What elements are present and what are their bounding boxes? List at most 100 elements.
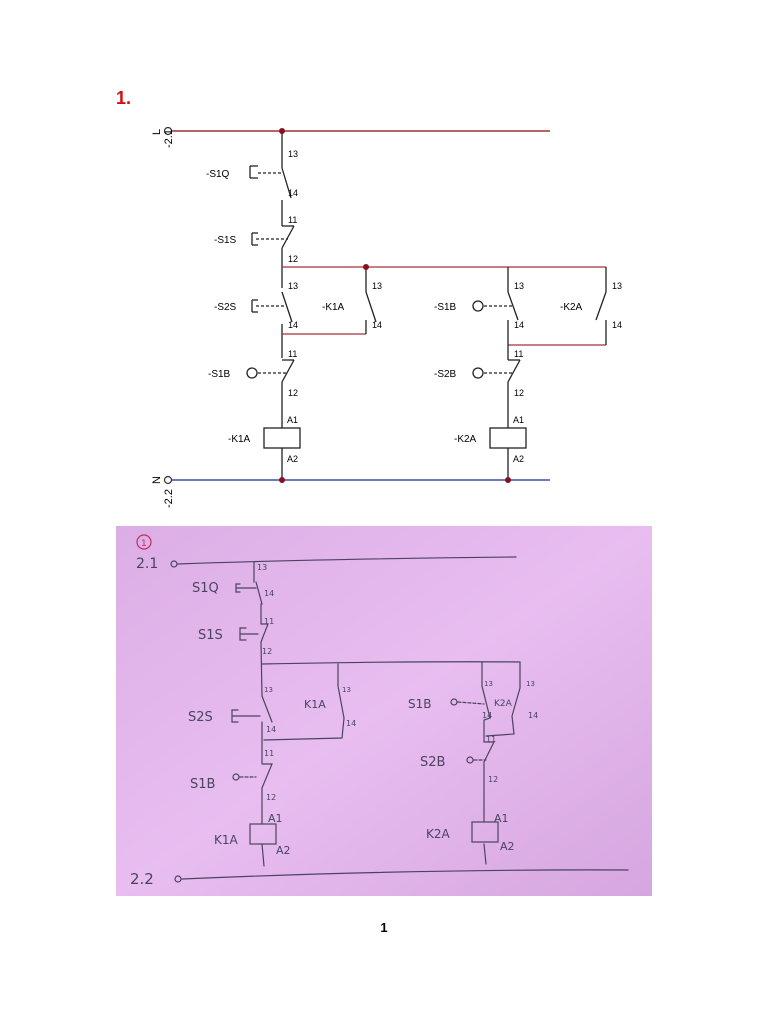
s1s-contact xyxy=(251,225,295,249)
s1q-t13: 13 xyxy=(288,149,298,159)
s1b-right-t14: 14 xyxy=(514,320,524,330)
sketch-k1a-label: K1A xyxy=(304,698,326,711)
sketch-term: A1 xyxy=(494,812,509,825)
s2s-label: -S2S xyxy=(214,302,237,313)
k1a-a2: A2 xyxy=(287,454,298,464)
s1b-left-t12: 12 xyxy=(288,388,298,398)
sketch-s1s-operator xyxy=(239,627,259,641)
sketch-term: A2 xyxy=(500,840,515,853)
sketch-term: 11 xyxy=(486,735,496,744)
rail-top-terminal: L xyxy=(151,129,163,135)
sketch-rail-bottom-label: 2.2 xyxy=(130,870,154,888)
sketch-term: A1 xyxy=(268,812,283,825)
rail-bottom-terminal: N xyxy=(151,476,163,484)
s1b-right-label: -S1B xyxy=(434,302,457,313)
k2a-contact-label: -K2A xyxy=(560,302,583,313)
sketch-s1b-left-label: S1B xyxy=(190,777,215,792)
s2b-label: -S2B xyxy=(434,369,457,380)
sketch-k2a-coil-label: K2A xyxy=(426,827,451,841)
sketch-term: 11 xyxy=(264,617,274,626)
k1a-hold-contact xyxy=(365,267,377,334)
k1a-a1: A1 xyxy=(287,415,298,425)
sketch-left-branch xyxy=(253,561,273,867)
sketch-term: 12 xyxy=(488,775,498,784)
k1a-t13: 13 xyxy=(372,281,382,291)
sketch-term: 14 xyxy=(264,589,274,598)
s1b-right-t13: 13 xyxy=(514,281,524,291)
k2a-t13: 13 xyxy=(612,281,622,291)
k1a-coil xyxy=(263,427,301,449)
sketch-top-rail xyxy=(177,556,517,565)
sketch-k2a-branch xyxy=(485,661,521,737)
s1b-left-label: -S1B xyxy=(208,369,231,380)
sketch-s2s-operator xyxy=(231,709,261,723)
k2a-a1: A1 xyxy=(513,415,524,425)
sketch-s1s-label: S1S xyxy=(198,628,223,643)
sketch-bus-wire xyxy=(261,661,521,665)
junction-dot xyxy=(279,477,285,483)
s1s-label: -S1S xyxy=(214,235,237,246)
section-number: 1. xyxy=(116,88,132,108)
sketch-term: 14 xyxy=(482,711,492,720)
sketch-k2a-label: K2A xyxy=(494,699,513,709)
sketch-term: A2 xyxy=(276,844,291,857)
sketch-s1q-operator xyxy=(235,583,257,593)
s2s-t13: 13 xyxy=(288,281,298,291)
sketch-s1b-right-label: S1B xyxy=(408,697,431,711)
s2b-contact xyxy=(472,359,521,383)
neutral-terminal xyxy=(163,475,173,485)
sketch-term: 11 xyxy=(264,749,274,758)
sketch-top-terminal xyxy=(170,560,178,568)
sketch-rail-top-label: 2.1 xyxy=(136,556,158,572)
sketch-term: 12 xyxy=(262,647,272,656)
sketch-term: 13 xyxy=(264,686,273,694)
sketch-term: 12 xyxy=(266,793,276,802)
sketch-s2s-label: S2S xyxy=(188,710,213,725)
sketch-s2b-label: S2B xyxy=(420,755,445,770)
k1a-t14: 14 xyxy=(372,320,382,330)
s1s-t12: 12 xyxy=(288,254,298,264)
page-number: 1 xyxy=(380,920,388,935)
sketch-term: 13 xyxy=(342,686,351,694)
sketch-term: 13 xyxy=(484,680,493,688)
sketch-s1b-left-button xyxy=(232,773,240,781)
sketch-k1a-coil xyxy=(249,823,277,845)
s1b-left-contact xyxy=(246,359,295,383)
sketch-circle-marker xyxy=(136,534,152,550)
sketch-term: 13 xyxy=(257,563,267,572)
k2a-t14: 14 xyxy=(612,320,622,330)
schematic-diagram: -2.1 L -2.2 N -S1Q 13 14 xyxy=(151,126,622,508)
k2a-coil xyxy=(489,427,527,449)
junction-dot xyxy=(505,477,511,483)
photo-paper xyxy=(116,526,652,896)
s1s-t11: 11 xyxy=(288,215,297,225)
rail-top-label: -2.1 xyxy=(163,129,175,148)
sketch-k1a-coil-label: K1A xyxy=(214,833,239,847)
k1a-contact-label: -K1A xyxy=(322,302,345,313)
s1q-label: -S1Q xyxy=(206,169,230,180)
sketch-bottom-terminal xyxy=(174,875,182,883)
sketch-k1a-branch xyxy=(263,663,345,741)
sketch-s1q-label: S1Q xyxy=(192,581,219,596)
phase-terminal xyxy=(163,126,173,136)
junction-dot xyxy=(363,264,369,270)
sketch-right-branch xyxy=(481,661,495,865)
sketch-circle-number: 1 xyxy=(141,539,147,549)
s1q-contact xyxy=(249,165,292,199)
sketch-term: 13 xyxy=(526,680,535,688)
s1q-t14: 14 xyxy=(288,188,298,198)
s2b-t11: 11 xyxy=(514,349,523,359)
hand-drawn-sketch-photo: 1 2.1 2.2 S1Q S1S S2S K1A S1B K1A S1B K2… xyxy=(116,526,652,896)
sketch-term: 14 xyxy=(266,725,276,734)
s2s-t14: 14 xyxy=(288,320,298,330)
k2a-hold-contact xyxy=(595,267,607,345)
sketch-s2b-button xyxy=(466,756,474,764)
sketch-term: 14 xyxy=(528,711,538,720)
rail-bottom-label: -2.2 xyxy=(163,489,175,508)
s2s-contact xyxy=(251,291,293,323)
sketch-bottom-rail xyxy=(181,869,629,880)
junction-dot xyxy=(279,128,285,134)
k2a-coil-label: -K2A xyxy=(454,434,477,445)
s2b-t12: 12 xyxy=(514,388,524,398)
